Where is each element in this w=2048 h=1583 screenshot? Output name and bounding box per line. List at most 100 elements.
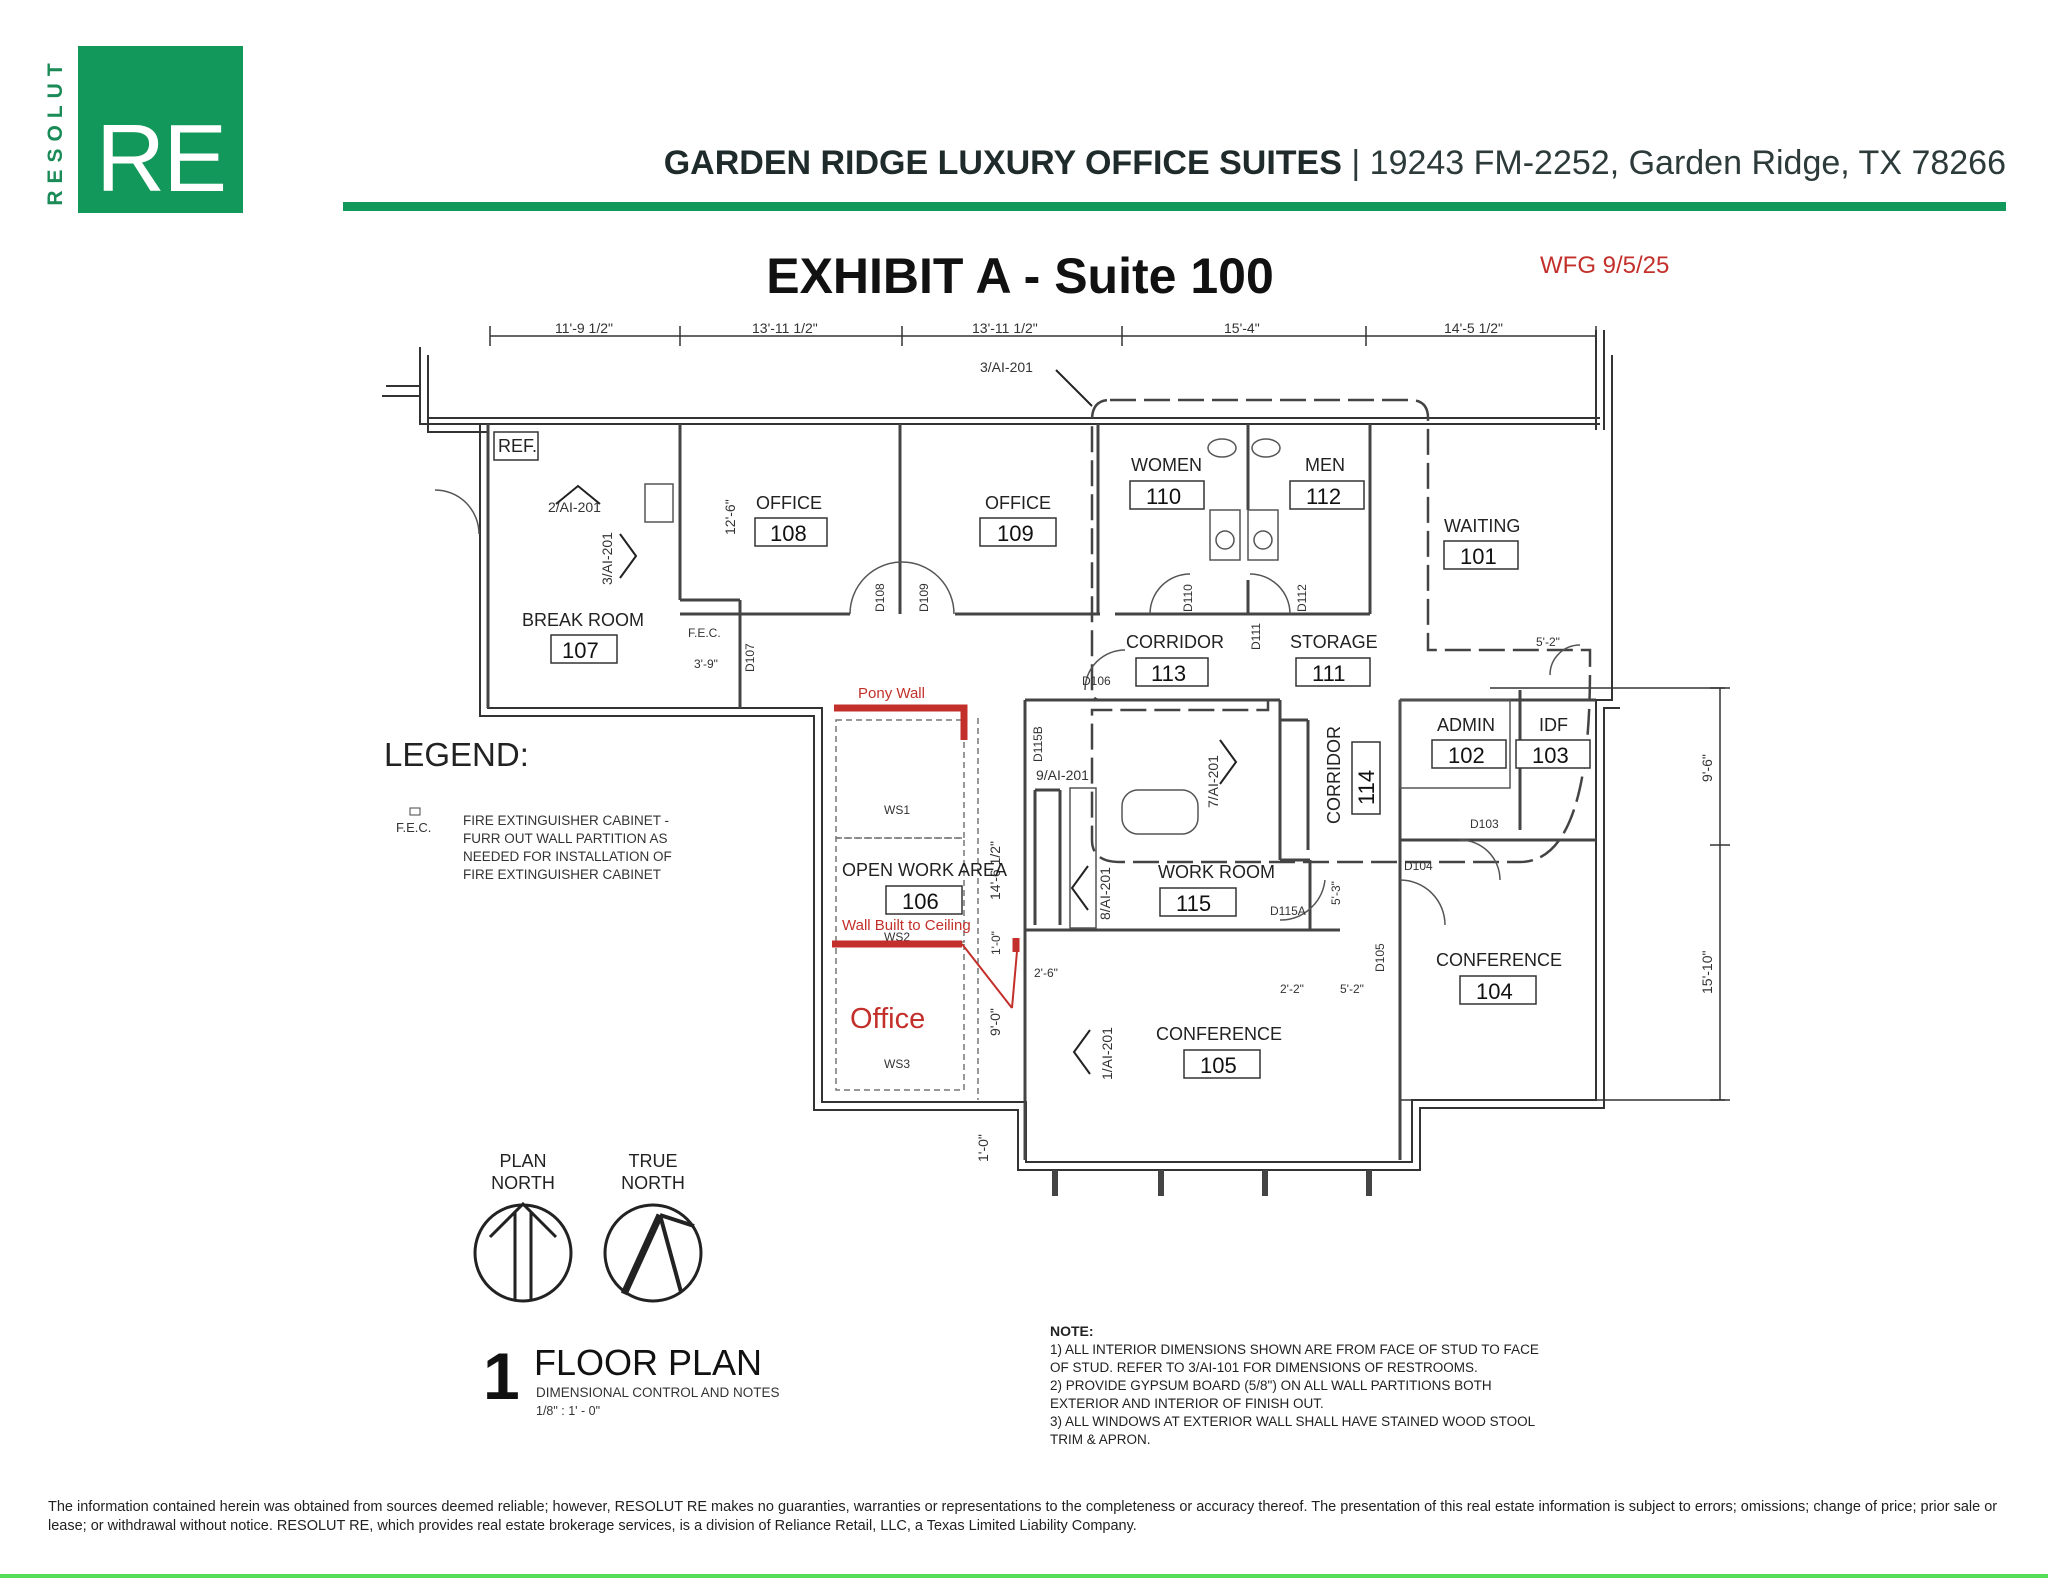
- room-name: BREAK ROOM: [522, 610, 644, 630]
- door-tag: D115A: [1270, 904, 1306, 918]
- true-north-line2: NORTH: [621, 1173, 685, 1193]
- room-name: WAITING: [1444, 516, 1520, 536]
- dimension-label: 3'-9": [694, 657, 718, 671]
- dimension-label: 2'-6": [1034, 966, 1058, 980]
- logo-box: RE: [78, 46, 243, 213]
- room-number: 104: [1476, 979, 1513, 1004]
- door-tag: D107: [743, 643, 757, 672]
- plan-north-line2: NORTH: [491, 1173, 555, 1193]
- room-name: OPEN WORK AREA: [842, 860, 1007, 880]
- dimension-label: 14'-6 1/2": [987, 841, 1003, 900]
- room-number: 111: [1312, 661, 1345, 686]
- door-tag: D104: [1404, 859, 1433, 873]
- section-ref: 3/AI-201: [980, 359, 1033, 375]
- section-ref: 2/AI-201: [548, 499, 601, 515]
- room-name: OFFICE: [756, 493, 822, 513]
- door-tag: D110: [1181, 584, 1195, 612]
- dimension-label: 9'-6": [1699, 754, 1715, 782]
- door-tag: D109: [917, 583, 931, 612]
- footer-rule: [0, 1574, 2048, 1578]
- section-ref: 9/AI-201: [1036, 767, 1089, 783]
- room-number: 107: [562, 638, 599, 663]
- note-line: 3) ALL WINDOWS AT EXTERIOR WALL SHALL HA…: [1050, 1414, 1536, 1429]
- room-name: IDF: [1539, 715, 1568, 735]
- fec-symbol: [409, 807, 421, 816]
- floor-plan-title: FLOOR PLAN: [534, 1342, 763, 1383]
- disclaimer: The information contained herein was obt…: [48, 1499, 1998, 1534]
- workstation-label: WS1: [884, 803, 910, 817]
- room-number: 114: [1354, 770, 1379, 805]
- section-ref: 7/AI-201: [1205, 755, 1221, 808]
- legend-fec-label: F.E.C.: [396, 820, 432, 835]
- note-line: TRIM & APRON.: [1050, 1432, 1151, 1447]
- dimension-label: 5'-2": [1536, 635, 1560, 649]
- section-ref: 3/AI-201: [599, 532, 615, 585]
- note-line: OF STUD. REFER TO 3/AI-101 FOR DIMENSION…: [1050, 1360, 1478, 1375]
- door-tag: D112: [1295, 584, 1309, 612]
- dimension-label: 11'-9 1/2": [555, 320, 613, 336]
- dimension-label: 2'-2": [1280, 982, 1304, 996]
- red-annotations: Pony Wall Wall Built to Ceiling Office: [832, 685, 1020, 1035]
- room-number: 113: [1151, 661, 1186, 686]
- room-number: 105: [1200, 1053, 1237, 1078]
- door-tag: D103: [1470, 817, 1499, 831]
- floor-plan-scale: 1/8" : 1' - 0": [536, 1404, 601, 1418]
- property-address: 19243 FM-2252, Garden Ridge, TX 78266: [1369, 144, 2006, 182]
- room-number: 103: [1532, 743, 1569, 768]
- note-line: EXTERIOR AND INTERIOR OF FINISH OUT.: [1050, 1396, 1324, 1411]
- dimension-labels: 11'-9 1/2" 13'-11 1/2" 13'-11 1/2" 15'-4…: [548, 320, 1715, 1162]
- legend-description: FIRE EXTINGUISHER CABINET - FURR OUT WAL…: [463, 813, 672, 882]
- plan-north-line1: PLAN: [499, 1151, 547, 1171]
- header-rule: [343, 202, 2006, 211]
- notes-heading: NOTE:: [1050, 1323, 1094, 1339]
- dimension-label: 5'-2": [1340, 982, 1364, 996]
- plan-north-icon: [473, 1203, 573, 1303]
- floor-plan-number: 1: [483, 1339, 520, 1413]
- true-north-line1: TRUE: [628, 1151, 678, 1171]
- room-number: 109: [997, 521, 1034, 546]
- room-number: 115: [1176, 891, 1211, 916]
- dimension-label: 5'-3": [1329, 881, 1343, 905]
- room-name: WORK ROOM: [1158, 862, 1275, 882]
- property-name: GARDEN RIDGE LUXURY OFFICE SUITES: [663, 144, 1342, 182]
- header-separator: |: [1351, 144, 1361, 182]
- logo-box-text: RE: [95, 105, 227, 212]
- exhibit-title: EXHIBIT A - Suite 100: [766, 248, 1274, 304]
- note-line: 2) PROVIDE GYPSUM BOARD (5/8") ON ALL WA…: [1050, 1378, 1492, 1393]
- door-tag: D106: [1082, 674, 1111, 688]
- dimension-label: 13'-11 1/2": [972, 320, 1038, 336]
- dimension-label: 15'-4": [1224, 320, 1260, 336]
- north-arrows: [473, 1201, 703, 1303]
- workstation-label: WS3: [884, 1057, 910, 1071]
- wfg-note: WFG 9/5/25: [1540, 252, 1670, 279]
- dimension-label: 9'-0": [987, 1008, 1003, 1036]
- room-number: 110: [1146, 484, 1181, 509]
- room-number: 101: [1460, 544, 1497, 569]
- room-name: OFFICE: [985, 493, 1051, 513]
- room-name: REF.: [498, 436, 537, 456]
- door-tags: D108 D109 D110 D111 D112 D106 D107 D115B…: [743, 583, 1499, 972]
- door-tag: D108: [873, 583, 887, 612]
- dimension-label: 1'-0": [975, 1134, 991, 1162]
- door-tag: D115B: [1031, 726, 1045, 762]
- plan-north-label: PLAN NORTH: [490, 1150, 556, 1194]
- resolut-logo: RESOLUT RE: [44, 46, 244, 216]
- room-number: 102: [1448, 743, 1485, 768]
- room-number: 112: [1306, 484, 1341, 509]
- door-tag: D105: [1373, 943, 1387, 972]
- true-north-label: TRUE NORTH: [618, 1150, 688, 1194]
- room-name: CORRIDOR: [1126, 632, 1224, 652]
- section-ref: 1/AI-201: [1099, 1027, 1115, 1080]
- dimension-label: 14'-5 1/2": [1444, 320, 1503, 336]
- room-number: 108: [770, 521, 807, 546]
- true-north-icon: [603, 1203, 703, 1303]
- floor-plan-subtitle: DIMENSIONAL CONTROL AND NOTES: [536, 1385, 780, 1400]
- page-header: GARDEN RIDGE LUXURY OFFICE SUITES | 1924…: [664, 144, 2006, 183]
- note-line: 1) ALL INTERIOR DIMENSIONS SHOWN ARE FRO…: [1050, 1342, 1539, 1357]
- room-labels: REF. BREAK ROOM 107 OFFICE 108 OFFICE 10…: [493, 431, 1591, 1079]
- room-name: CORRIDOR: [1324, 726, 1344, 824]
- pony-wall-label: Pony Wall: [858, 685, 925, 702]
- section-ref: 8/AI-201: [1097, 867, 1113, 920]
- room-name: CONFERENCE: [1156, 1024, 1282, 1044]
